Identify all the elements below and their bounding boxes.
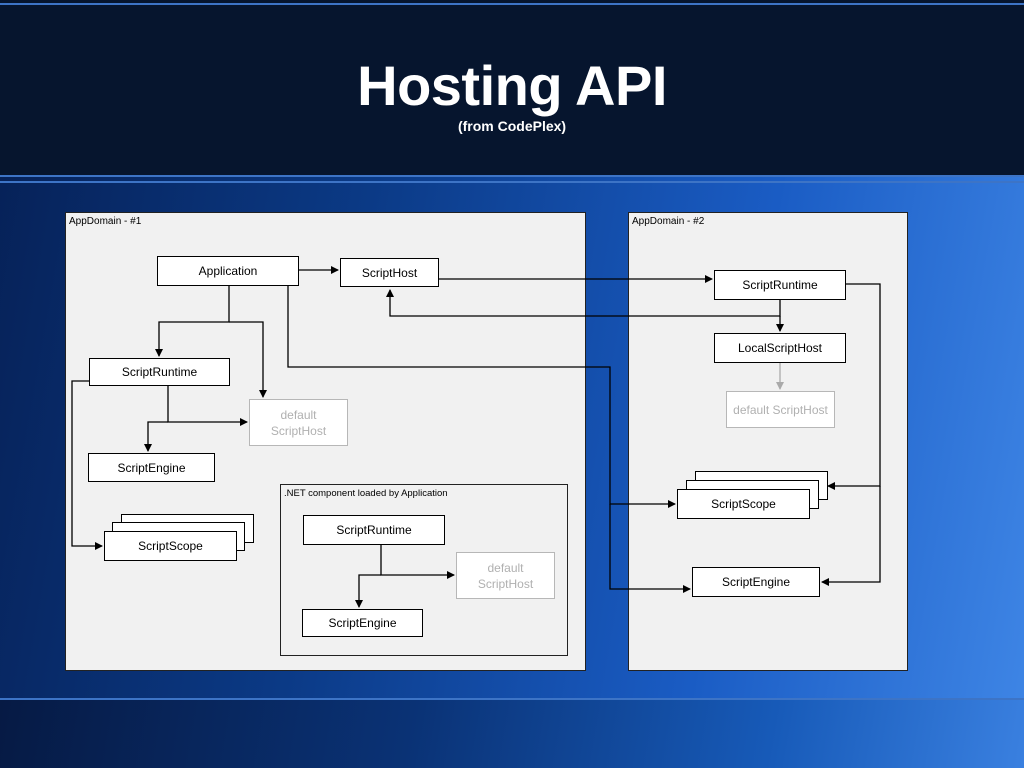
- appdomain-1-label: AppDomain - #1: [69, 216, 142, 227]
- net-default-scripthost-line1: default: [487, 560, 524, 575]
- net-scriptengine-box: ScriptEngine: [302, 609, 423, 637]
- default-scripthost-line1: default: [280, 407, 317, 422]
- footer-band: [0, 700, 1024, 768]
- scriptruntime-box: ScriptRuntime: [89, 358, 230, 386]
- header-divider-1: [0, 175, 1024, 177]
- remote-scriptruntime-box: ScriptRuntime: [714, 270, 846, 300]
- top-divider: [0, 3, 1024, 5]
- scriptengine-label: ScriptEngine: [117, 460, 186, 475]
- default-scripthost-line2: ScriptHost: [270, 423, 327, 438]
- remote-scriptengine-box: ScriptEngine: [692, 567, 820, 597]
- net-scriptruntime-box: ScriptRuntime: [303, 515, 445, 545]
- net-default-scripthost-box: default ScriptHost: [456, 552, 555, 599]
- scriptengine-box: ScriptEngine: [88, 453, 215, 482]
- scripthost-box: ScriptHost: [340, 258, 439, 287]
- scriptscope-box: ScriptScope: [104, 531, 237, 561]
- slide-title: Hosting API: [357, 54, 667, 117]
- default-scripthost-box: default ScriptHost: [249, 399, 348, 446]
- appdomain-2-label: AppDomain - #2: [632, 216, 705, 227]
- remote-scriptscope-box: ScriptScope: [677, 489, 810, 519]
- slide-subtitle: (from CodePlex): [457, 118, 567, 134]
- title-bar: [0, 0, 1024, 175]
- header-divider-2: [0, 181, 1024, 183]
- net-default-scripthost-line2: ScriptHost: [477, 576, 534, 591]
- footer-divider: [0, 698, 1024, 700]
- net-component-label: .NET component loaded by Application: [284, 488, 448, 499]
- localscripthost-box: LocalScriptHost: [714, 333, 846, 363]
- application-box: Application: [157, 256, 299, 286]
- remote-default-scripthost-box: default ScriptHost: [726, 391, 835, 428]
